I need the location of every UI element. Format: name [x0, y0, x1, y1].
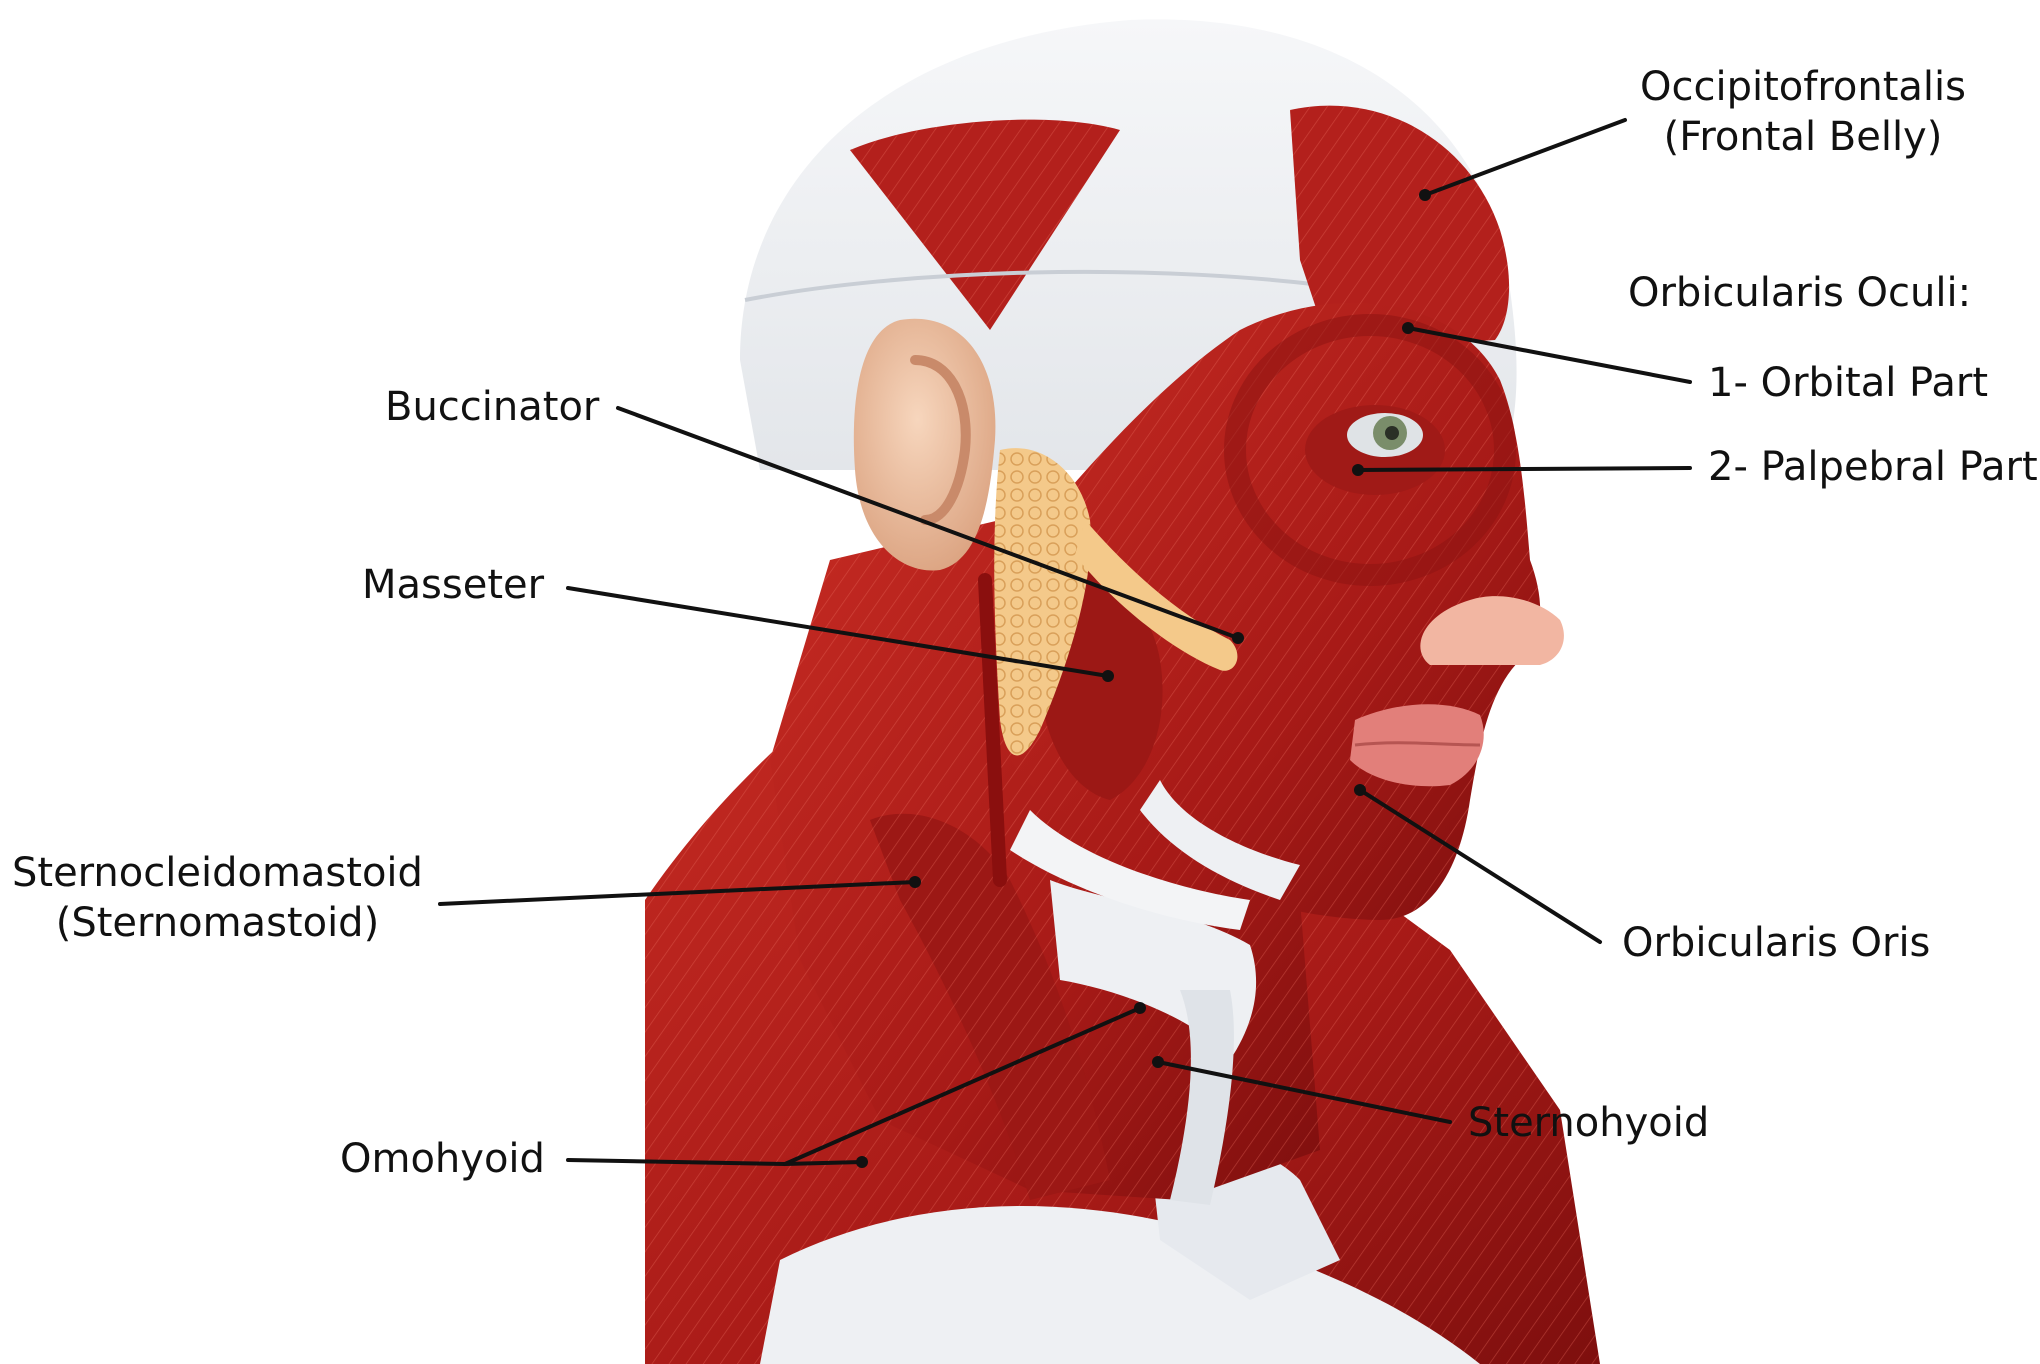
dot-masseter	[1102, 670, 1114, 682]
leader-palpebral-part	[1358, 468, 1690, 470]
label-sternocleidomastoid-line-2: (Sternomastoid)	[12, 898, 423, 948]
label-omohyoid: Omohyoid	[340, 1134, 545, 1184]
label-orbital-part: 1- Orbital Part	[1708, 358, 1988, 408]
label-occipitofrontalis-line-1: Occipitofrontalis	[1640, 62, 1966, 112]
label-orbicularis-oris: Orbicularis Oris	[1622, 918, 1930, 968]
dot-omohyoid-1	[1134, 1002, 1146, 1014]
label-occipitofrontalis: Occipitofrontalis (Frontal Belly)	[1640, 62, 1966, 162]
dot-sternocleidomastoid	[909, 876, 921, 888]
leader-omohyoid-branch-2	[785, 1162, 862, 1164]
dot-orbital-part	[1402, 322, 1414, 334]
dot-orbicularis-oris	[1354, 784, 1366, 796]
label-orbicularis-oculi-header: Orbicularis Oculi:	[1628, 268, 1971, 318]
dot-buccinator	[1232, 632, 1244, 644]
label-occipitofrontalis-line-2: (Frontal Belly)	[1640, 112, 1966, 162]
dot-palpebral-part	[1352, 464, 1364, 476]
label-sternohyoid: Sternohyoid	[1468, 1098, 1709, 1148]
label-sternocleidomastoid-line-1: Sternocleidomastoid	[12, 848, 423, 898]
dot-sternohyoid	[1152, 1056, 1164, 1068]
pupil	[1385, 426, 1399, 440]
label-palpebral-part: 2- Palpebral Part	[1708, 442, 2038, 492]
dot-omohyoid-2	[856, 1156, 868, 1168]
dot-occipitofrontalis	[1419, 189, 1431, 201]
label-sternocleidomastoid: Sternocleidomastoid (Sternomastoid)	[12, 848, 423, 948]
label-buccinator: Buccinator	[385, 382, 599, 432]
label-masseter: Masseter	[362, 560, 544, 610]
